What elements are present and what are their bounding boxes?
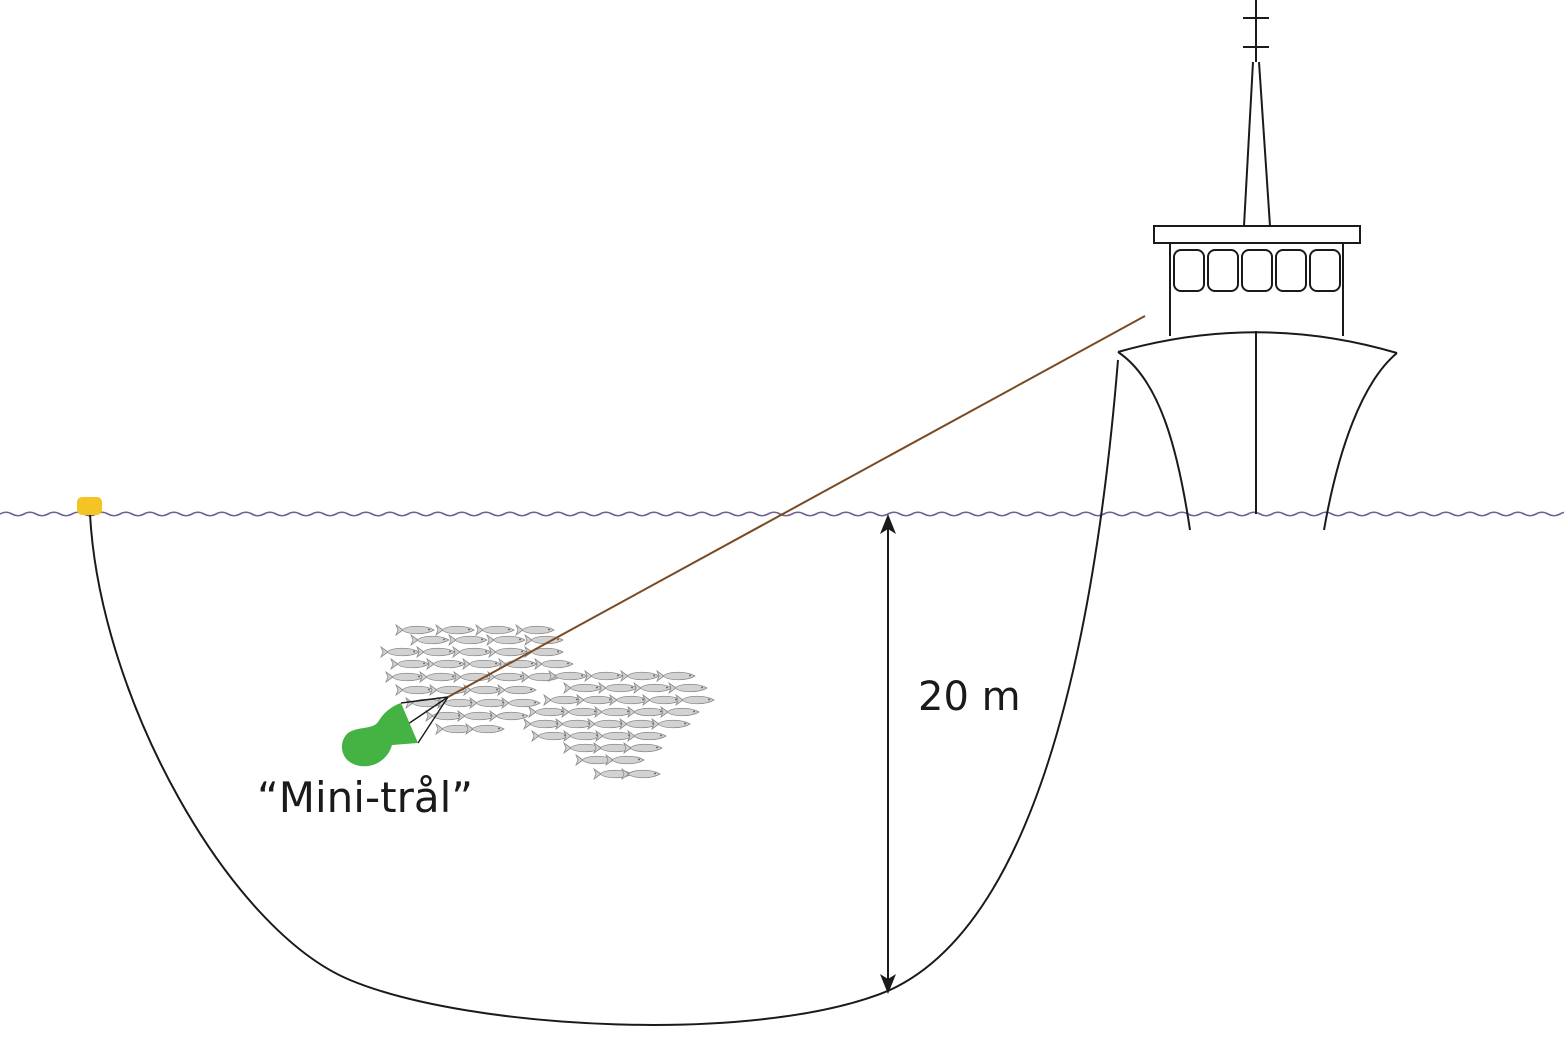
fish	[656, 669, 696, 683]
fish	[465, 722, 505, 736]
depth-arrow-head-bottom	[880, 974, 896, 994]
fish	[448, 633, 488, 647]
fish	[395, 683, 435, 697]
fish	[576, 693, 616, 707]
fish	[598, 681, 638, 695]
fish	[548, 669, 588, 683]
buoy-float	[77, 497, 102, 515]
fish	[594, 705, 634, 719]
fish	[435, 623, 475, 637]
fish-school	[380, 623, 715, 781]
fish	[497, 683, 537, 697]
fish	[633, 681, 673, 695]
fish	[627, 729, 667, 743]
fish	[651, 717, 691, 731]
fish	[416, 645, 456, 659]
ship-bow-deck	[1117, 331, 1398, 354]
fish	[437, 696, 477, 710]
wheelhouse-roof	[1153, 225, 1361, 244]
depth-arrow	[880, 514, 896, 994]
fish	[463, 683, 503, 697]
water-surface	[0, 511, 1564, 517]
fish	[452, 645, 492, 659]
ship-hull-right	[1323, 352, 1398, 531]
fish	[555, 717, 595, 731]
fish	[426, 657, 466, 671]
fish	[642, 693, 682, 707]
fish	[498, 657, 538, 671]
fish	[385, 670, 425, 684]
fish	[410, 633, 450, 647]
fish	[528, 705, 568, 719]
fish	[462, 657, 502, 671]
fish	[486, 633, 526, 647]
fish	[623, 741, 663, 755]
fish	[605, 753, 645, 767]
fish	[609, 693, 649, 707]
trawl-bridles	[400, 696, 449, 744]
fish	[543, 693, 583, 707]
wheelhouse	[1169, 243, 1344, 336]
mini-trawl-net	[341, 703, 418, 767]
depth-label: 20 m	[918, 674, 1021, 720]
fish	[627, 705, 667, 719]
fish	[489, 709, 529, 723]
seine-net-curve	[89, 359, 1119, 1026]
fish	[429, 683, 469, 697]
fish	[395, 623, 435, 637]
tow-line	[447, 315, 1146, 698]
fish	[419, 670, 459, 684]
fish	[660, 705, 700, 719]
fish	[584, 669, 624, 683]
fish	[390, 657, 430, 671]
fish	[501, 696, 541, 710]
wheelhouse-windows	[1173, 249, 1341, 292]
fish	[523, 717, 563, 731]
fish	[621, 767, 661, 781]
fish	[531, 729, 571, 743]
fish	[668, 681, 708, 695]
fish	[487, 670, 527, 684]
fish	[380, 645, 420, 659]
mini-trawl-label: “Mini-trål”	[257, 773, 473, 822]
fish	[563, 681, 603, 695]
fish	[475, 623, 515, 637]
fish	[620, 669, 660, 683]
fish	[675, 693, 715, 707]
ship-hull-left	[1117, 351, 1191, 531]
fish	[515, 623, 555, 637]
fish	[534, 657, 574, 671]
fish	[561, 705, 601, 719]
fish	[488, 645, 528, 659]
ship-mast	[1243, 0, 1271, 227]
depth-arrow-head-top	[880, 514, 896, 534]
ship	[1117, 0, 1398, 531]
fish	[563, 729, 603, 743]
